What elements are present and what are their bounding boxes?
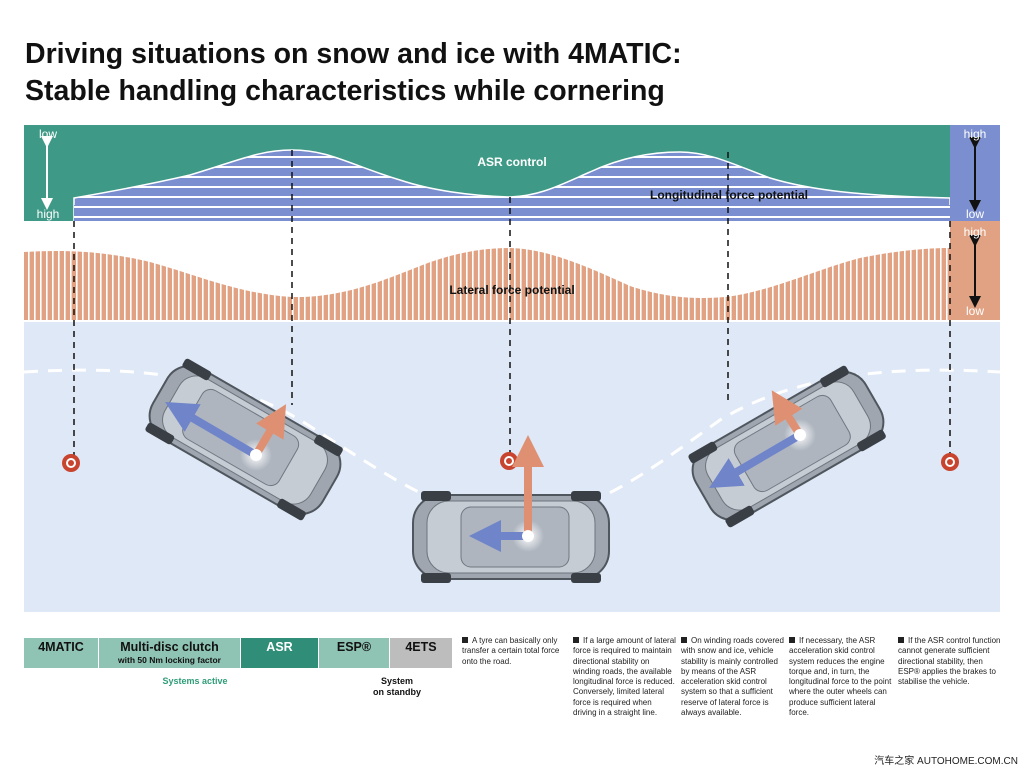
left-scale-top: low (39, 127, 57, 141)
right-scale-1-bottom: low (966, 207, 984, 221)
bullet-square-icon (789, 637, 795, 643)
title-line-1: Driving situations on snow and ice with … (25, 38, 682, 70)
note-2: If a large amount of lateral force is re… (573, 636, 677, 718)
chip-multi-disc-clutch: Multi-disc clutch with 50 Nm locking fac… (99, 638, 240, 668)
target-marker-centre (500, 452, 518, 470)
title-line-2: Stable handling characteristics while co… (25, 75, 665, 107)
target-marker-left (62, 454, 80, 472)
system-standby-label: System on standby (372, 676, 421, 697)
note-3: On winding roads covered with snow and i… (681, 636, 785, 718)
bullet-square-icon (462, 637, 468, 643)
car-centre-pivot (522, 530, 534, 542)
chip-4matic-label: 4MATIC (38, 640, 84, 654)
car-left-lateral-arrow (252, 404, 287, 458)
chip-clutch-label: Multi-disc clutch (120, 640, 219, 654)
chip-4ets: 4ETS (390, 638, 452, 668)
lateral-force-label: Lateral force potential (449, 283, 574, 297)
note-1: A tyre can basically only transfer a cer… (462, 636, 566, 667)
note-3-text: On winding roads covered with snow and i… (681, 636, 784, 718)
car-left-pivot (250, 449, 262, 461)
longitudinal-force-label: Longitudinal force potential (650, 188, 808, 202)
note-5: If the ASR control function cannot gener… (898, 636, 1004, 687)
car-left-longitudinal-arrow (165, 401, 259, 459)
right-scale-2-bottom: low (966, 304, 984, 318)
right-scale-2-top: high (964, 225, 987, 239)
systems-active-label: Systems active (162, 676, 228, 686)
left-scale-bottom: high (37, 207, 60, 221)
longitudinal-force-wave (73, 149, 951, 222)
right-scale-1-top: high (964, 127, 987, 141)
target-marker-right (941, 453, 959, 471)
chip-asr: ASR (241, 638, 318, 668)
car-right-pivot (794, 429, 806, 441)
guide-lines (73, 150, 951, 455)
bullet-square-icon (898, 637, 904, 643)
bullet-square-icon (681, 637, 687, 643)
car-right-longitudinal-arrow (709, 431, 803, 489)
bullet-square-icon (573, 637, 579, 643)
longitudinal-base (74, 205, 950, 221)
chip-esp: ESP® (319, 638, 389, 668)
asr-control-label: ASR control (477, 155, 546, 169)
note-2-text: If a large amount of lateral force is re… (573, 636, 676, 718)
note-4: If necessary, the ASR acceleration skid … (789, 636, 893, 718)
note-4-text: If necessary, the ASR acceleration skid … (789, 636, 892, 718)
chip-asr-label: ASR (266, 640, 293, 654)
page-title: Driving situations on snow and ice with … (25, 36, 682, 110)
note-1-text: A tyre can basically only transfer a cer… (462, 636, 560, 666)
chip-esp-label: ESP® (336, 640, 372, 654)
chip-4ets-label: 4ETS (405, 640, 437, 654)
chip-4matic: 4MATIC (24, 638, 98, 668)
lateral-force-curve-mask (24, 248, 950, 298)
chip-clutch-sub: with 50 Nm locking factor (118, 655, 221, 665)
watermark: 汽车之家 AUTOHOME.COM.CN (874, 756, 1018, 767)
note-5-text: If the ASR control function cannot gener… (898, 636, 1001, 687)
car-right-lateral-arrow (771, 390, 804, 438)
